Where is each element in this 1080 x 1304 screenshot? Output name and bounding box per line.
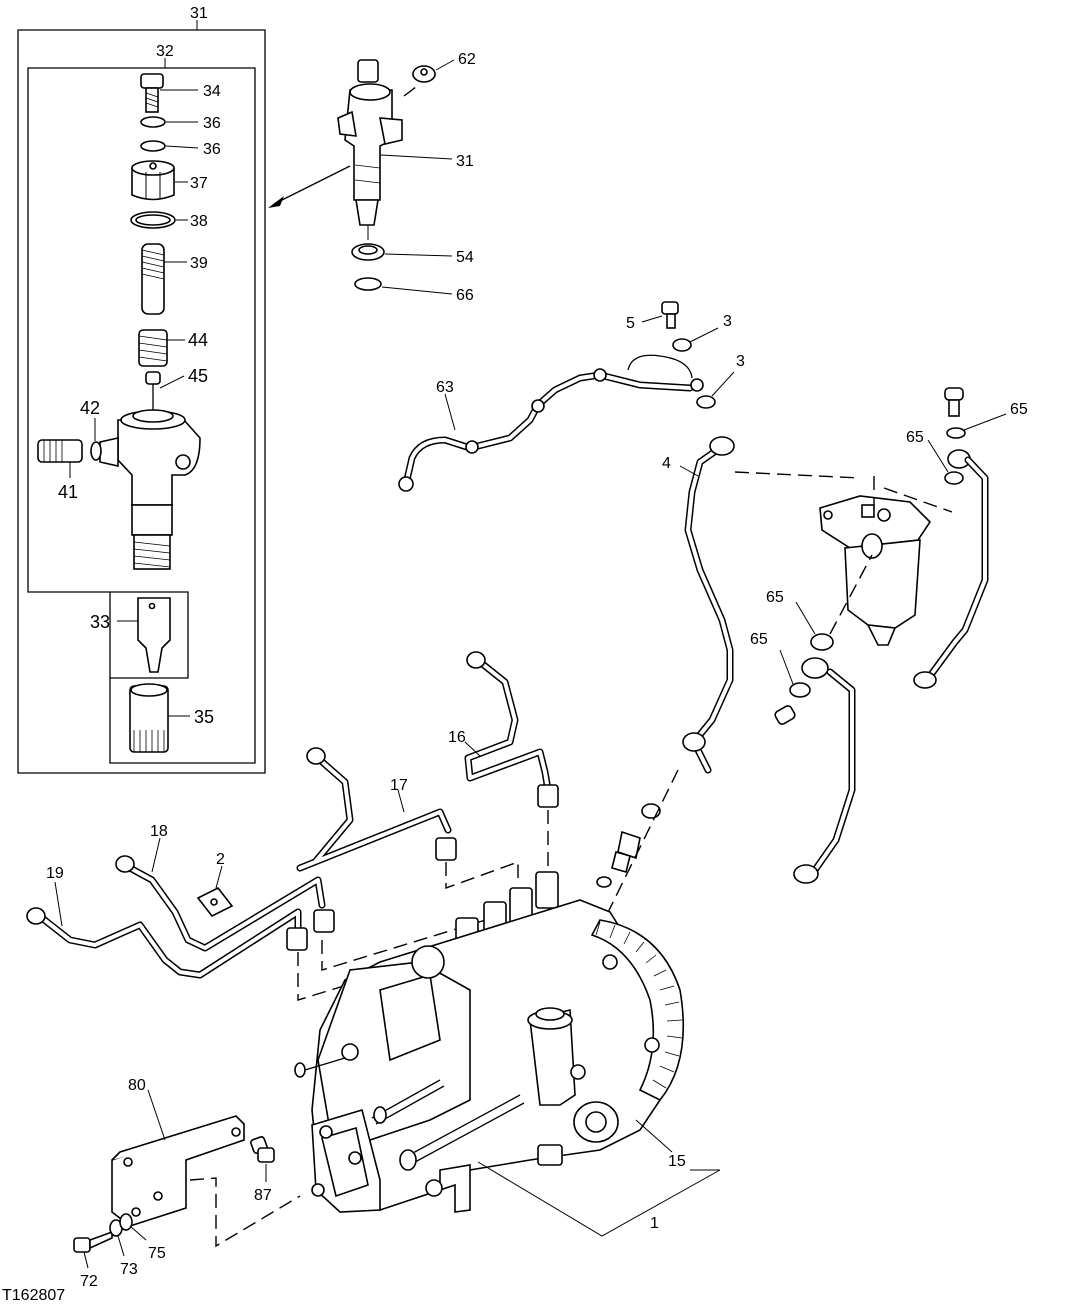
callout-15: 15 (668, 1153, 686, 1170)
injection-pump-15 (294, 871, 721, 1237)
callout-65-filter: 65 (906, 429, 924, 446)
callout-66: 66 (456, 287, 474, 304)
washer-66 (354, 277, 453, 295)
nozzle-33 (117, 597, 171, 673)
callout-37: 37 (190, 175, 208, 192)
callout-4: 4 (662, 455, 671, 472)
banjo-bolt-34 (140, 73, 198, 113)
fuel-filter-assembly (819, 476, 953, 646)
callout-75: 75 (148, 1245, 166, 1262)
callout-80: 80 (128, 1077, 146, 1094)
callout-62: 62 (458, 51, 476, 68)
inlet-connector-41 (37, 439, 83, 478)
seal-54 (351, 243, 453, 261)
callout-65-lower: 65 (750, 631, 768, 648)
callout-3-lower: 3 (736, 353, 745, 370)
callout-63: 63 (436, 379, 454, 396)
injector-body (99, 409, 201, 570)
callout-31-injector: 31 (456, 153, 474, 170)
spindle-45 (145, 371, 185, 410)
callout-3-upper: 3 (723, 313, 732, 330)
bolt-65-top (944, 387, 1007, 439)
callout-65-top: 65 (1010, 401, 1028, 418)
callout-19: 19 (46, 865, 64, 882)
callout-2: 2 (216, 851, 225, 868)
nut-62 (403, 59, 455, 97)
callout-44: 44 (188, 330, 208, 350)
callout-36-lower: 36 (203, 141, 221, 158)
callout-36-upper: 36 (203, 115, 221, 132)
callout-16: 16 (448, 729, 466, 746)
callout-87: 87 (254, 1187, 272, 1204)
pump-fitting-chain (559, 769, 679, 1011)
inlet-line-lower (774, 554, 873, 884)
callout-42: 42 (80, 398, 100, 418)
callout-18: 18 (150, 823, 168, 840)
nut-37 (131, 160, 188, 201)
callout-35: 35 (194, 707, 214, 727)
callout-73: 73 (120, 1261, 138, 1278)
injector-exploded-view (17, 20, 266, 774)
callout-34: 34 (203, 83, 221, 100)
callout-41: 41 (58, 482, 78, 502)
bolt-5 (641, 301, 679, 329)
washers-3 (672, 327, 735, 409)
nozzle-nut-35 (129, 683, 190, 753)
washer-42 (90, 418, 102, 461)
clamp-2 (196, 865, 234, 918)
fuel-line-4 (679, 436, 861, 774)
bolt-87 (250, 1136, 275, 1182)
edge-filter-39 (141, 243, 187, 315)
pressure-line-16 (464, 651, 559, 868)
bracket-80 (111, 1089, 301, 1248)
pressure-line-19 (26, 881, 469, 1001)
callout-1: 1 (650, 1215, 659, 1232)
pressure-line-17 (296, 747, 519, 889)
callout-17: 17 (390, 777, 408, 794)
fastener-72-73-75 (73, 1213, 147, 1269)
spring-44 (138, 329, 185, 367)
callout-72: 72 (80, 1273, 98, 1290)
callout-39: 39 (190, 255, 208, 272)
leak-off-line-63 (398, 354, 704, 492)
callout-33: 33 (90, 612, 110, 632)
callout-38: 38 (190, 213, 208, 230)
callout-32: 32 (156, 43, 174, 60)
sealing-washers-36 (140, 116, 199, 152)
arrow-head (268, 196, 284, 208)
callout-45: 45 (188, 366, 208, 386)
callout-65-inlet: 65 (766, 589, 784, 606)
figure-id: T162807 (2, 1287, 65, 1304)
callout-5: 5 (626, 315, 635, 332)
callout-labels: 31 32 34 36 36 37 38 39 44 45 42 41 33 3… (2, 5, 1028, 1304)
callout-54: 54 (456, 249, 474, 266)
callout-31-box: 31 (190, 5, 208, 22)
gear-teeth (595, 921, 683, 1089)
injector-assembly-31 (268, 59, 453, 240)
o-ring-38 (130, 211, 188, 229)
return-line-right (913, 439, 989, 689)
outer-frame (17, 29, 266, 774)
